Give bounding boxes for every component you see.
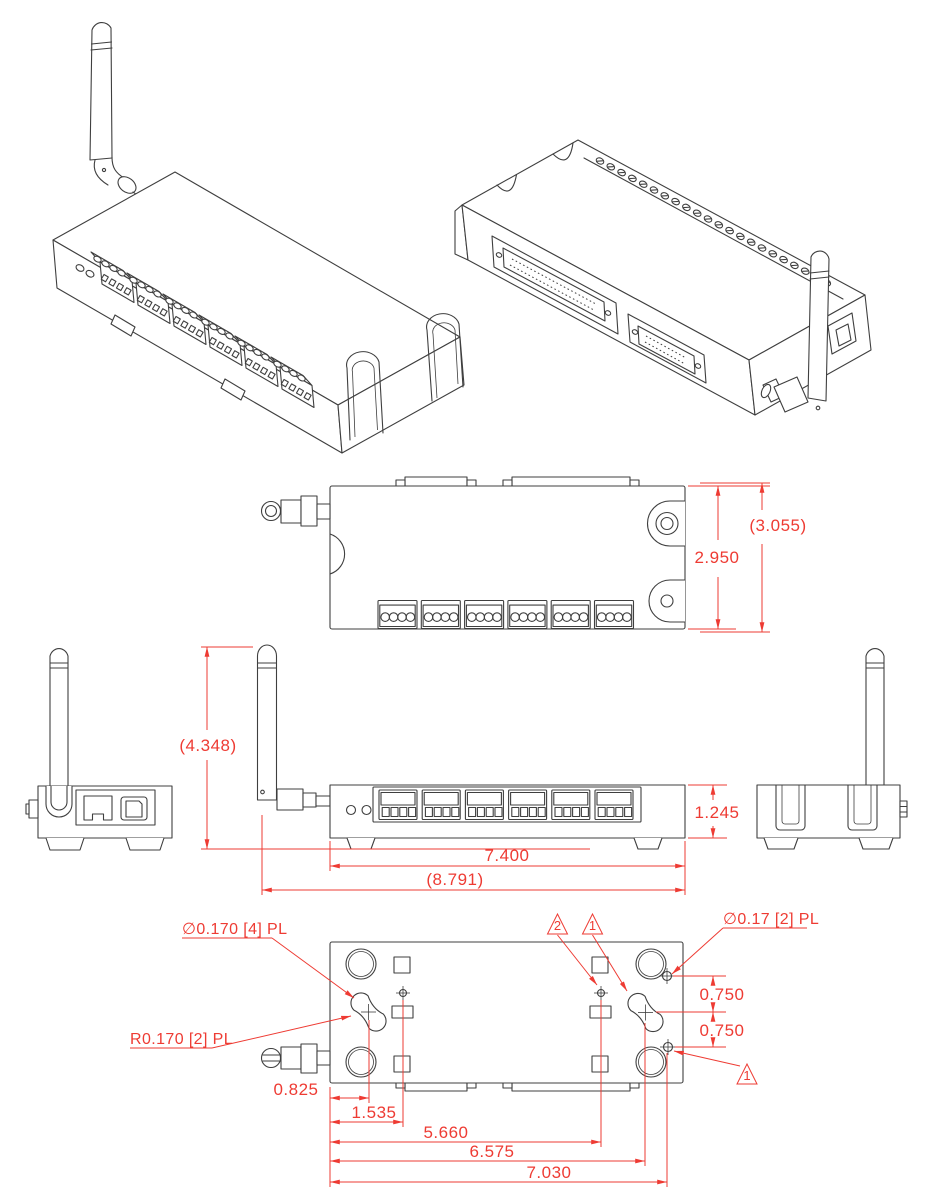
led-indicator-2 (361, 804, 372, 816)
dim-overall-depth: (3.055) (749, 516, 806, 535)
note-pilot-holes: ∅0.17 [2] PL (723, 911, 819, 928)
mounting-channels-side (775, 784, 878, 831)
bottom-connector-profiles (395, 1082, 640, 1092)
dimensions-front-view: (4.348) 1.245 7.400 (8.791) (179, 646, 739, 895)
mounting-tabs-top (646, 500, 686, 623)
dim-square-x: 1.535 (351, 1103, 396, 1122)
note-mount-holes: ∅0.170 [4] PL (182, 921, 287, 938)
iso-view-rear-bottom (454, 139, 872, 416)
dim-body-width: 7.400 (484, 846, 529, 865)
dim-overall-width: (8.791) (426, 870, 483, 889)
foot-side-right (858, 837, 894, 850)
dim-overall-height: (4.348) (179, 736, 236, 755)
device-body-iso1 (52, 171, 465, 454)
antenna-iso2 (760, 250, 830, 413)
usb-port-rear (120, 796, 148, 821)
dim-body-depth: 2.950 (694, 548, 739, 567)
antenna-connector-bottom (260, 1043, 331, 1074)
dim-keyhole-far-x: 6.575 (469, 1142, 514, 1161)
ethernet-port (83, 795, 113, 821)
pilot-holes-bottom (396, 968, 676, 1055)
right-side-view (756, 647, 908, 850)
dim-hole-far-x: 5.660 (423, 1123, 468, 1142)
iso-view-front-left (52, 22, 465, 454)
flag-2-label: 2 (554, 918, 561, 933)
dim-hole-offset-lower: 0.750 (699, 1021, 744, 1040)
antenna-side (865, 647, 885, 786)
dimensions-top-view: 2.950 (3.055) (688, 482, 806, 633)
antenna-hinge-bump (329, 533, 346, 575)
antenna-rear (49, 647, 69, 787)
flag-1b-label: 1 (743, 1068, 750, 1083)
dim-pilot-far-x: 7.030 (526, 1163, 571, 1182)
note-keyhole-radius: R0.170 [2] PL (130, 1031, 233, 1048)
antenna-connector-top (260, 495, 331, 527)
bottom-view (260, 941, 684, 1092)
db37-connector (491, 235, 619, 335)
keyhole-slot-left (350, 992, 387, 1032)
rear-view (25, 647, 173, 851)
foot-front-left (346, 837, 376, 850)
annotations-bottom-view: ∅0.170 [4] PL R0.170 [2] PL ∅0.17 [2] PL… (130, 911, 819, 1187)
flag-1a-label: 1 (589, 918, 596, 933)
device-body-bottom (329, 941, 684, 1084)
terminal-edge-rear (25, 799, 39, 819)
top-view (260, 476, 686, 630)
led-indicators-iso1 (75, 264, 95, 278)
dim-keyhole-x: 0.825 (273, 1080, 318, 1099)
device-body-top (329, 485, 686, 630)
led-indicator-1 (345, 804, 357, 816)
flag-triangle-2 (546, 912, 569, 935)
foot-side-left (763, 837, 799, 850)
foot-rear-left (45, 837, 85, 851)
foot-front-right (633, 837, 663, 850)
usb-port-iso2 (827, 312, 857, 355)
dim-hole-offset-upper: 0.750 (699, 985, 744, 1004)
dim-body-height: 1.245 (694, 803, 739, 822)
front-view (256, 644, 686, 850)
db15-connector (627, 313, 707, 384)
top-connector-profiles (395, 476, 640, 487)
antenna-bracket-rear (45, 785, 73, 818)
terminal-screws-iso2 (583, 156, 844, 300)
flag-triangle-1a (581, 912, 604, 935)
terminal-edge-side (899, 800, 908, 818)
antenna-front (256, 644, 331, 811)
terminal-recess-front (372, 786, 642, 823)
rubber-feet-bottom (345, 948, 667, 1078)
foot-rear-right (125, 837, 165, 851)
flag-triangle-1b (736, 1062, 758, 1085)
